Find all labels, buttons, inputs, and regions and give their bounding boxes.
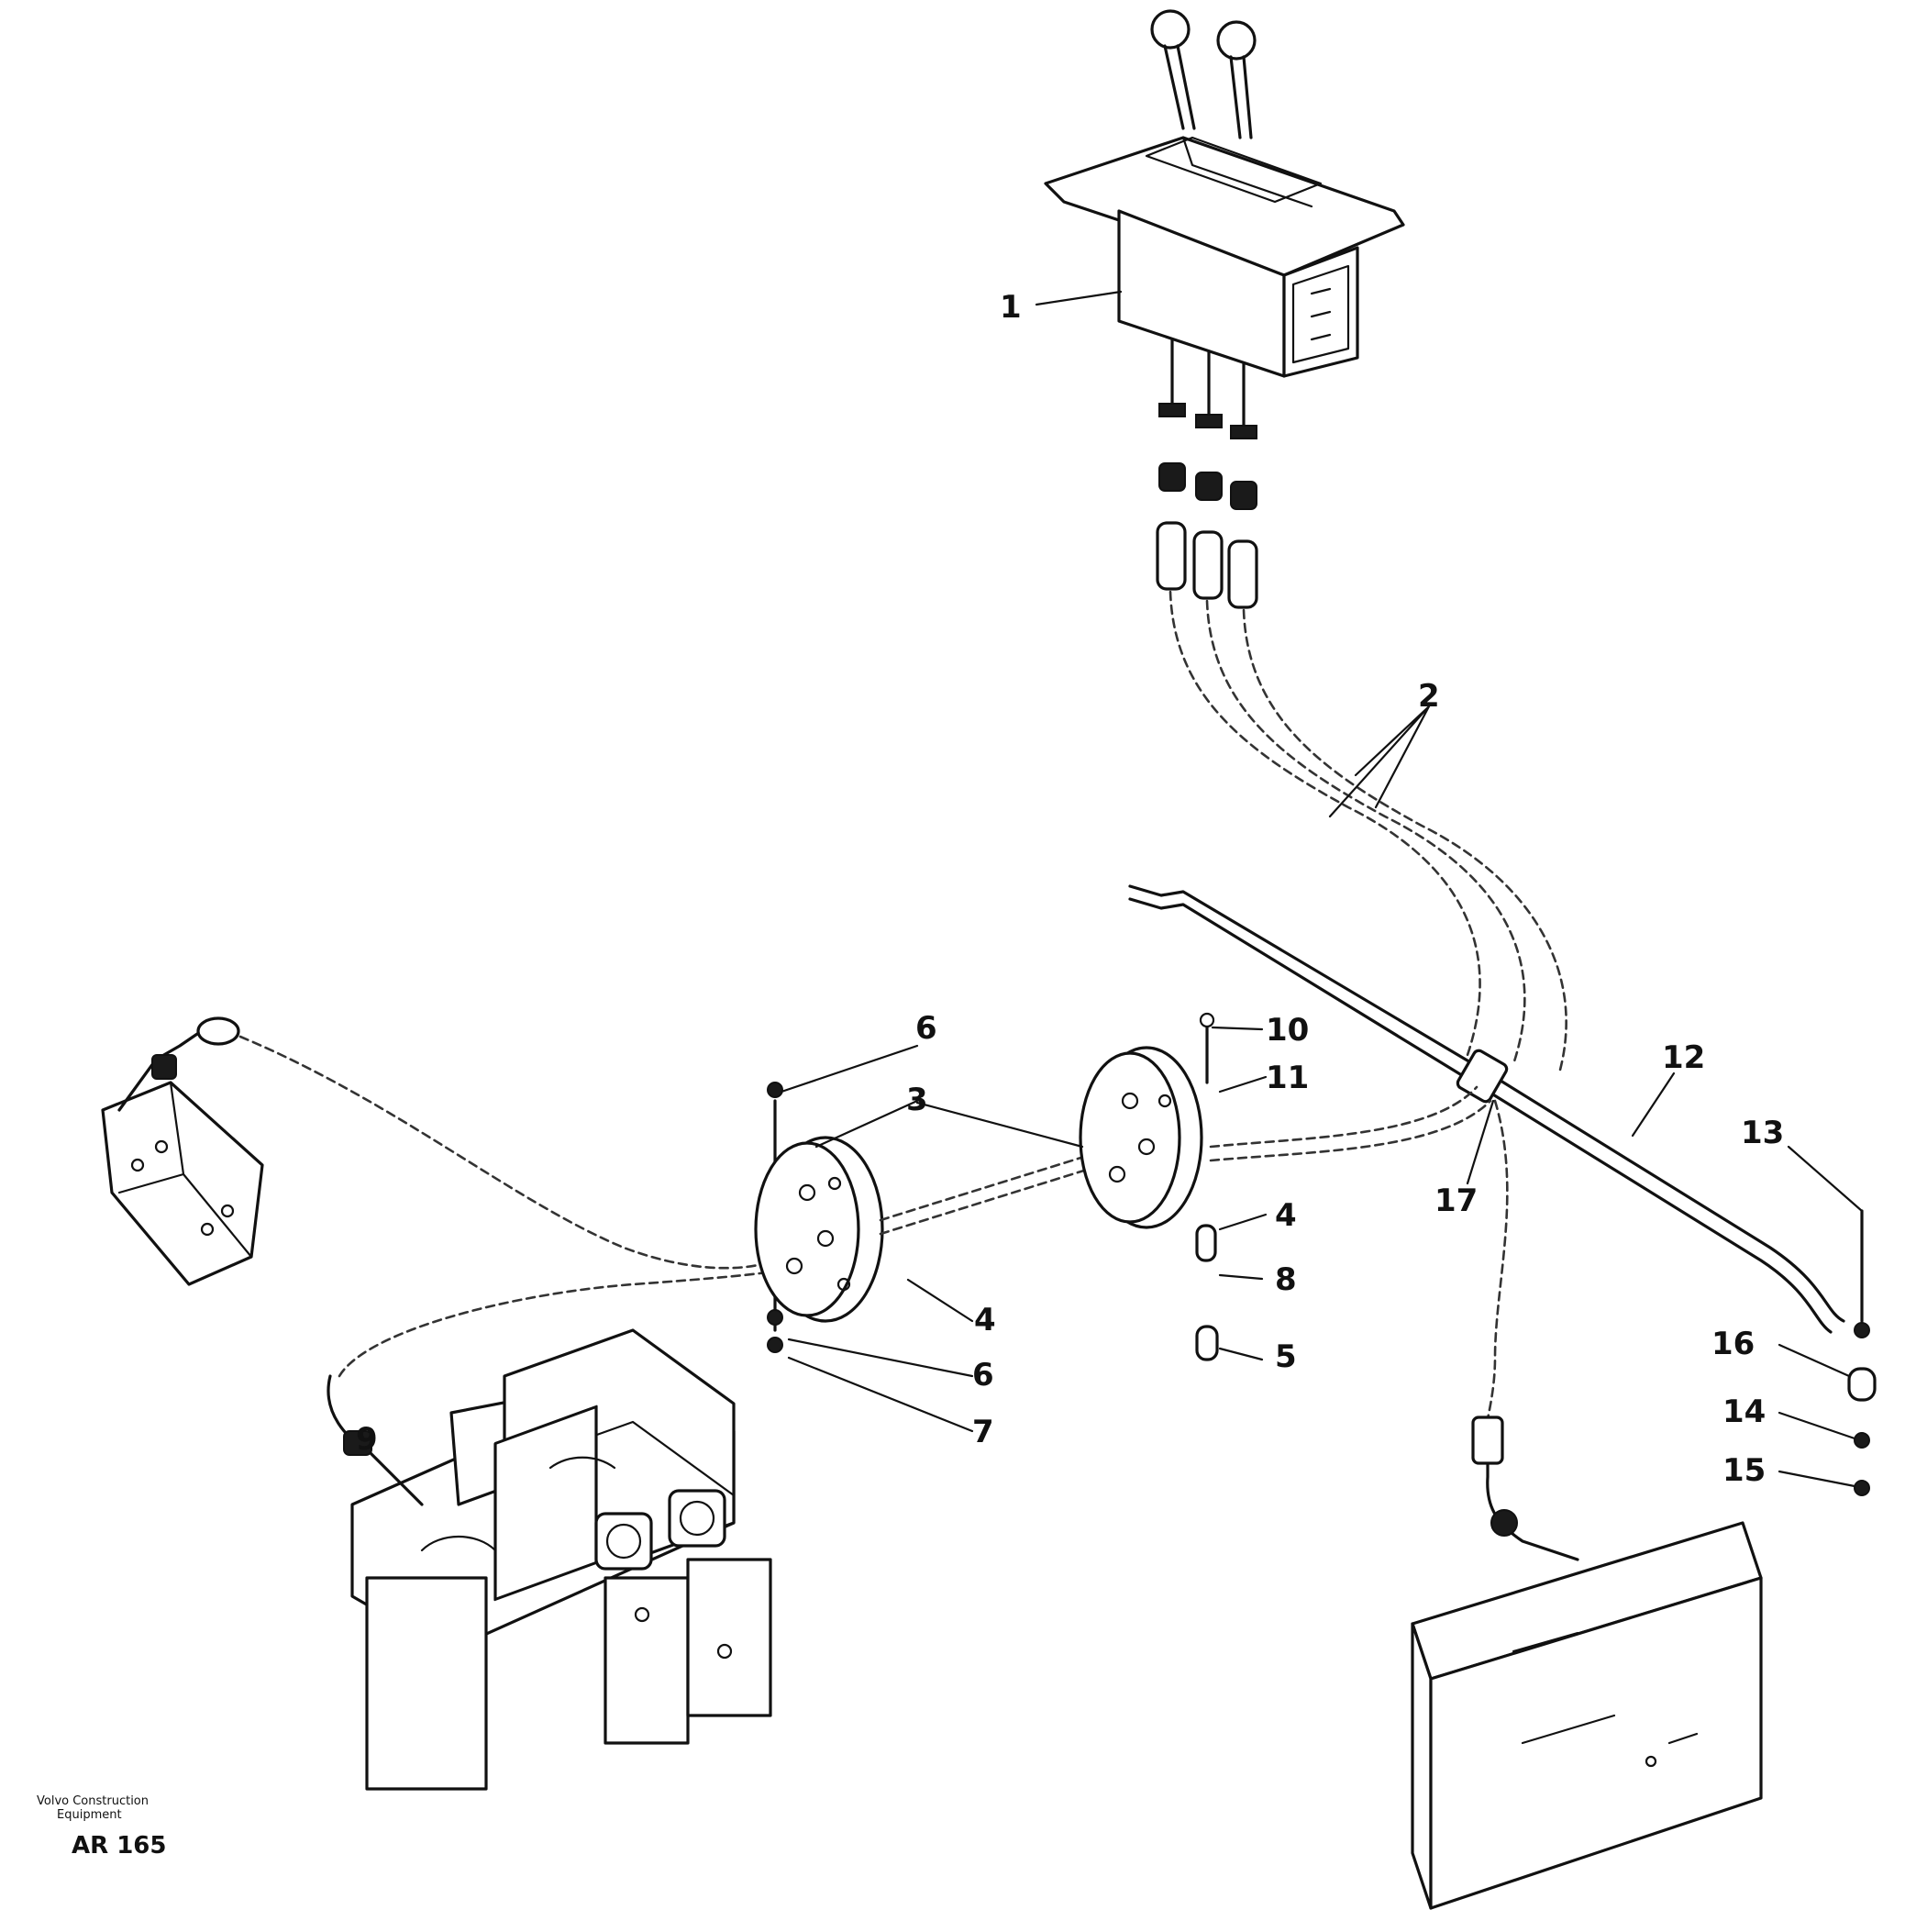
callout-17: 17 — [1434, 1183, 1478, 1219]
callout-11: 11 — [1266, 1060, 1309, 1096]
hose-valve-bank — [338, 1269, 781, 1378]
valve-bank — [327, 1328, 772, 1791]
callout-12: 12 — [1662, 1039, 1705, 1076]
hose-left — [238, 1035, 781, 1270]
hose-to-junction — [1209, 1085, 1492, 1162]
callout-4-right: 4 — [1275, 1197, 1297, 1234]
callout-3: 3 — [906, 1082, 928, 1118]
footer-brand-line2: Equipment — [57, 1808, 122, 1822]
callout-labels: 1 2 3 4 4 5 6 6 7 8 9 10 11 12 13 14 15 … — [356, 289, 1784, 1489]
callout-15: 15 — [1722, 1452, 1766, 1489]
footer-block: Volvo Construction Equipment AR 165 — [37, 1794, 166, 1860]
leader-lines — [780, 290, 1864, 1488]
solenoid-block-left — [101, 1016, 264, 1286]
footer-brand-line1: Volvo Construction — [37, 1794, 149, 1808]
valve-port-fittings — [1156, 338, 1258, 609]
callout-10: 10 — [1266, 1012, 1309, 1049]
callout-4-left: 4 — [974, 1302, 996, 1338]
callout-9: 9 — [356, 1421, 378, 1458]
flange-plate-left — [754, 1082, 884, 1353]
flange-plate-right — [1079, 1012, 1219, 1361]
callout-14: 14 — [1722, 1393, 1766, 1430]
callout-6-top: 6 — [915, 1010, 937, 1047]
callout-13: 13 — [1741, 1115, 1784, 1151]
callout-7: 7 — [972, 1414, 994, 1450]
callout-8: 8 — [1275, 1261, 1297, 1298]
callout-16: 16 — [1711, 1326, 1755, 1362]
pilot-hoses — [1168, 590, 1567, 1075]
hose-flange-link — [879, 1154, 1089, 1236]
hose-to-battery — [1484, 1099, 1509, 1433]
fastener-stack-right — [1847, 1209, 1877, 1496]
callout-2: 2 — [1418, 678, 1440, 715]
footer-code: AR 165 — [72, 1832, 166, 1860]
callout-5: 5 — [1275, 1338, 1297, 1375]
battery-box — [1411, 1416, 1763, 1910]
callout-6-bottom: 6 — [972, 1357, 994, 1393]
callout-1: 1 — [1000, 289, 1022, 326]
control-valve-assembly — [1044, 9, 1405, 609]
tube-assembly — [1128, 884, 1845, 1334]
